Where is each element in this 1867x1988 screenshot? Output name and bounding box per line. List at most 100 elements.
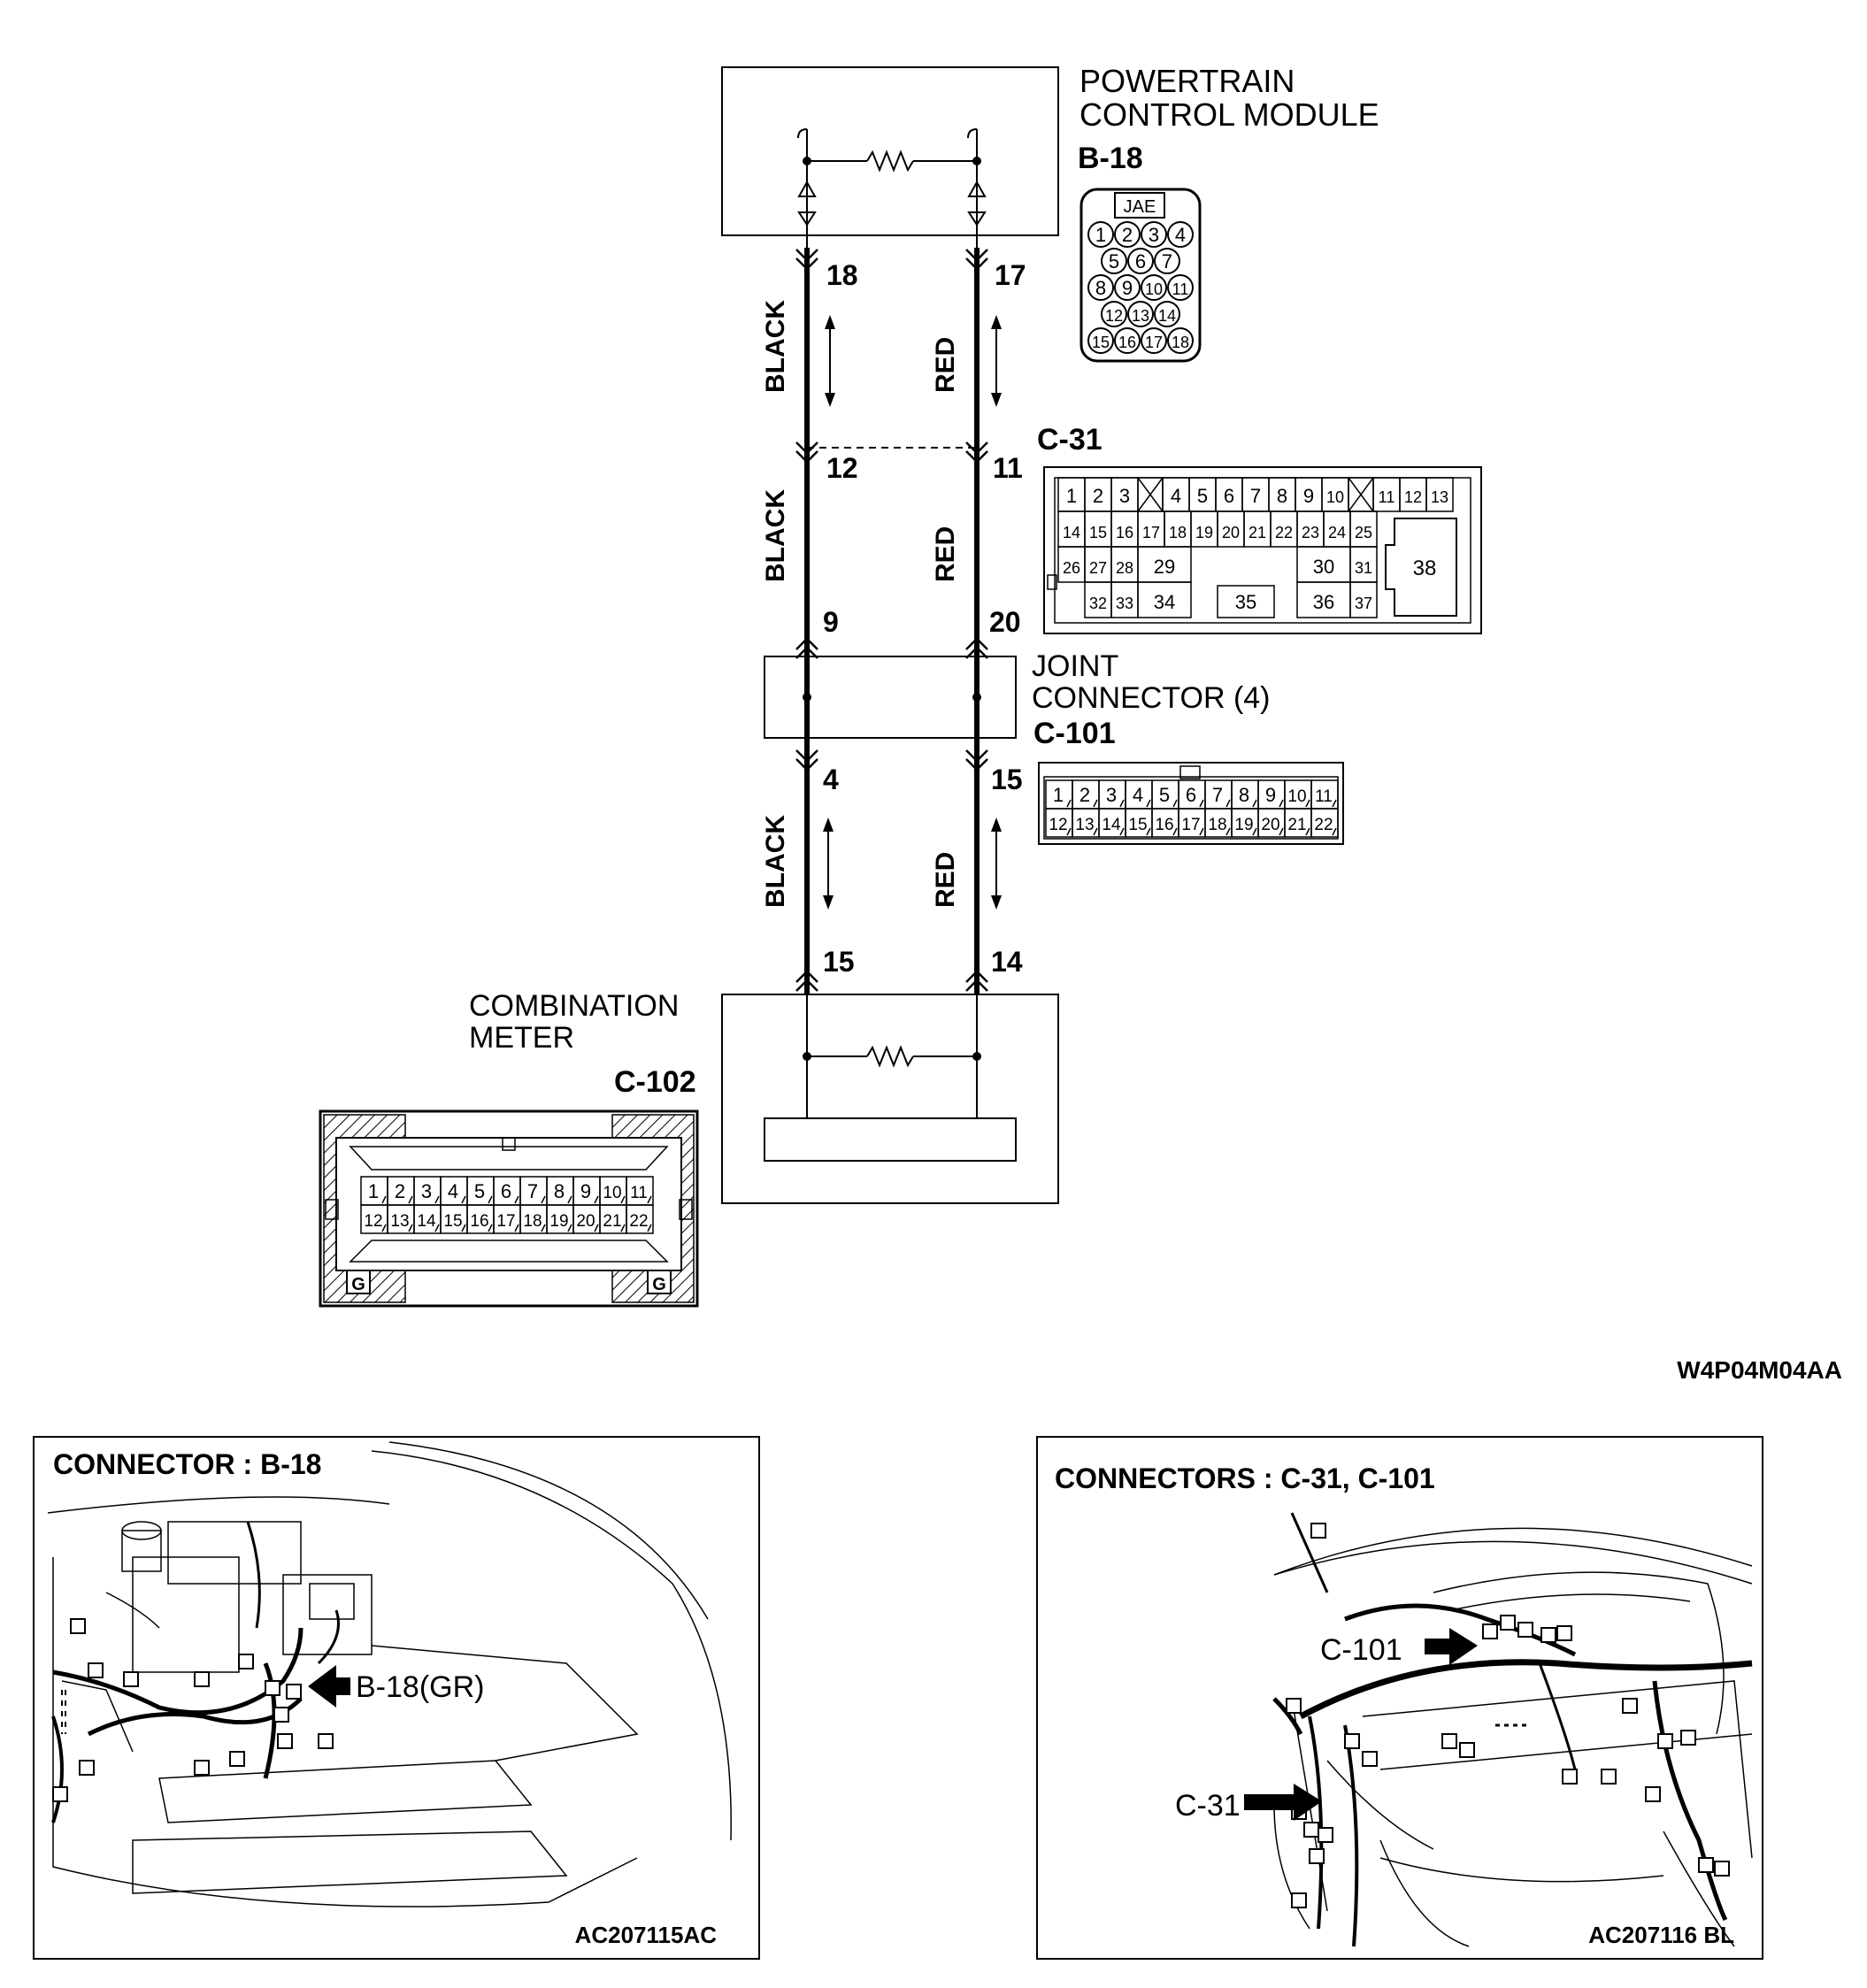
pin-number: 11 [630, 1184, 648, 1202]
pin-number: 3 [421, 1180, 432, 1202]
wire-color-label: BLACK [761, 489, 790, 582]
pin-socket [1167, 327, 1194, 354]
pin-number: 1 [368, 1180, 379, 1202]
signal-direction-arrow [991, 817, 1002, 910]
pin-number: 18 [1169, 524, 1187, 541]
pin-number: 18 [1208, 816, 1226, 834]
c101-location-callout: C-101 [1320, 1633, 1402, 1667]
pin-number: 15 [1128, 816, 1147, 834]
pin-number: 4 [448, 1180, 458, 1202]
pin-number: 10 [1326, 488, 1344, 506]
pin-number: 7 [1162, 250, 1172, 272]
joint-connector [764, 656, 1017, 739]
pin-number: 11 [1315, 787, 1333, 806]
pin-socket [1154, 301, 1180, 327]
pin-label: 20 [989, 606, 1021, 638]
location-panel-c31-c101 [1036, 1436, 1763, 1960]
pin-number: 21 [1249, 524, 1266, 541]
pin-number: 10 [603, 1184, 621, 1202]
pin-number: 35 [1235, 591, 1256, 613]
diagram-code: W4P04M04AA [1677, 1356, 1842, 1384]
pin-number: 28 [1116, 559, 1133, 577]
pin-number: 4 [1175, 224, 1186, 246]
pin-number: 33 [1116, 595, 1133, 612]
pin-number: 16 [1118, 334, 1136, 351]
pin-socket [1087, 274, 1114, 301]
pin-number: 16 [1155, 816, 1173, 834]
wire-color-label: RED [931, 526, 960, 582]
pin-number: 16 [470, 1212, 488, 1231]
pin-number: 10 [1287, 787, 1306, 806]
wire-color-label: BLACK [761, 300, 790, 393]
pin-number: 8 [1239, 784, 1249, 806]
pin-number: 38 [1413, 556, 1437, 580]
signal-direction-arrow [823, 817, 834, 910]
pin-number: 20 [576, 1212, 595, 1231]
pin-number: 15 [1089, 524, 1107, 541]
b18-location-callout: B-18(GR) [356, 1670, 484, 1704]
pin-number: 12 [1404, 488, 1422, 506]
pin-number: 1 [1066, 485, 1077, 507]
pin-number: 30 [1313, 556, 1334, 578]
pin-number: 17 [496, 1212, 515, 1231]
c102-connector-label: C-102 [614, 1065, 696, 1099]
pin-number: 13 [1132, 307, 1149, 325]
pin-number: 21 [603, 1212, 621, 1231]
pin-number: 5 [474, 1180, 485, 1202]
pin-number: 23 [1302, 524, 1319, 541]
pin-socket [1114, 221, 1141, 248]
b18-connector-label: B-18 [1078, 142, 1143, 175]
pin-number: 14 [1102, 816, 1121, 834]
connector-chevrons [795, 249, 988, 992]
c101-connector-label: C-101 [1033, 717, 1116, 750]
wire-color-label: BLACK [761, 815, 790, 908]
pin-number: 7 [1250, 485, 1261, 507]
pin-number: 22 [629, 1212, 648, 1231]
combination-meter [721, 994, 1059, 1204]
pin-socket [1087, 221, 1114, 248]
pin-number: 8 [1095, 277, 1106, 299]
pin-number: 22 [1314, 816, 1333, 834]
pin-number: 15 [443, 1212, 462, 1231]
pin-number: 17 [1181, 816, 1200, 834]
pcm-title-line2: CONTROL MODULE [1079, 96, 1379, 133]
pin-number: 9 [1122, 277, 1133, 299]
pin-number: 12 [1049, 816, 1067, 834]
pin-socket [1101, 301, 1127, 327]
pin-number: 13 [390, 1212, 409, 1231]
pcm-resistor [866, 150, 914, 173]
pin-number: 14 [417, 1212, 436, 1231]
pin-number: 15 [1092, 334, 1110, 351]
b18-brand: JAE [1124, 197, 1156, 217]
pin-number: 4 [1171, 485, 1181, 507]
pin-socket [1141, 221, 1167, 248]
pin-number: 36 [1313, 591, 1334, 613]
pin-label: 17 [995, 259, 1026, 291]
pin-number: 2 [1093, 485, 1103, 507]
pin-label: 15 [991, 764, 1023, 795]
pin-number: 8 [554, 1180, 565, 1202]
panel-left-title: CONNECTOR : B-18 [53, 1448, 321, 1480]
pin-number: 9 [1265, 784, 1276, 806]
pin-number: 12 [1105, 307, 1123, 325]
wire-color-label: RED [931, 337, 960, 393]
pin-number: 29 [1154, 556, 1175, 578]
pin-socket [1101, 248, 1127, 274]
ground-mark: G [351, 1275, 365, 1294]
pin-number: 17 [1142, 524, 1160, 541]
pin-number: 9 [1303, 485, 1314, 507]
pin-number: 2 [1122, 224, 1133, 246]
pin-label: 14 [991, 946, 1023, 978]
pin-number: 3 [1106, 784, 1117, 806]
pin-number: 32 [1089, 595, 1107, 612]
pin-number: 17 [1145, 334, 1163, 351]
pin-number: 10 [1145, 280, 1163, 298]
pin-number: 31 [1355, 559, 1372, 577]
pin-number: 37 [1355, 595, 1372, 612]
meter-title-line2: METER [469, 1021, 574, 1055]
pin-number: 6 [501, 1180, 511, 1202]
pin-number: 5 [1159, 784, 1170, 806]
